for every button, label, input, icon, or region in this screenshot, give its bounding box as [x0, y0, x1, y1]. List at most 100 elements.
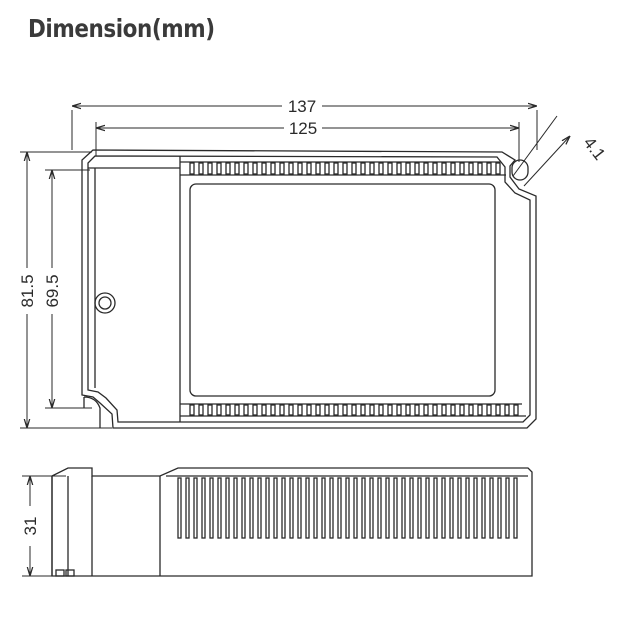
- vent-slot: [217, 477, 222, 539]
- side-view: [51, 467, 533, 577]
- vent-slot: [233, 477, 238, 539]
- vent-slot: [209, 477, 214, 539]
- vent-slot: [333, 162, 339, 175]
- label-area: [189, 183, 496, 397]
- vent-slot: [378, 404, 384, 416]
- vent-slot: [345, 477, 350, 539]
- vent-slot: [249, 477, 254, 539]
- vent-slot: [225, 477, 230, 539]
- vent-slot: [265, 477, 270, 539]
- vent-slot: [513, 477, 518, 539]
- vent-slot: [477, 404, 483, 416]
- vent-slot: [216, 404, 222, 416]
- vent-slot: [252, 162, 258, 175]
- vent-slot: [342, 404, 348, 416]
- dim-label-125: 125: [289, 119, 317, 138]
- vent-slot: [417, 477, 422, 539]
- vent-slot: [225, 162, 231, 175]
- vent-slot: [513, 404, 519, 416]
- vent-slot: [495, 162, 501, 175]
- vent-slot: [468, 162, 474, 175]
- vent-slot: [177, 477, 182, 539]
- vent-slot: [351, 162, 357, 175]
- vent-slot: [198, 404, 204, 416]
- vent-slot: [377, 477, 382, 539]
- vent-slot: [297, 162, 303, 175]
- vent-slot: [288, 162, 294, 175]
- vent-slot: [198, 162, 204, 175]
- vent-slot: [201, 477, 206, 539]
- vent-slot: [378, 162, 384, 175]
- vent-slot: [279, 162, 285, 175]
- vent-slot: [425, 477, 430, 539]
- vent-slot: [405, 162, 411, 175]
- vent-slot: [409, 477, 414, 539]
- vent-slot: [473, 477, 478, 539]
- vent-slot: [423, 404, 429, 416]
- vent-slot: [261, 404, 267, 416]
- vent-slot: [225, 404, 231, 416]
- vent-slot: [441, 477, 446, 539]
- vent-slot: [396, 162, 402, 175]
- vent-slot: [393, 477, 398, 539]
- vent-slot: [414, 162, 420, 175]
- vent-slot: [306, 162, 312, 175]
- vent-slot: [405, 404, 411, 416]
- vent-slot: [504, 404, 510, 416]
- vent-slot: [477, 162, 483, 175]
- dim-overall-width: [20, 151, 112, 429]
- dim-height: [22, 475, 66, 577]
- screw-hole: [94, 292, 116, 314]
- vent-slot: [313, 477, 318, 539]
- vent-slot: [450, 404, 456, 416]
- vent-slot: [481, 477, 486, 539]
- vent-slot: [387, 404, 393, 416]
- vent-slot: [342, 162, 348, 175]
- vent-slot: [360, 404, 366, 416]
- vent-slot: [489, 477, 494, 539]
- vent-slot: [505, 477, 510, 539]
- vent-slot: [449, 477, 454, 539]
- vent-slot: [273, 477, 278, 539]
- vent-slot: [369, 404, 375, 416]
- vent-slot: [189, 162, 195, 175]
- vent-slot: [234, 404, 240, 416]
- vent-slot: [315, 404, 321, 416]
- vent-slot: [486, 162, 492, 175]
- vent-slot: [279, 404, 285, 416]
- vent-slot: [361, 477, 366, 539]
- vent-slot: [324, 162, 330, 175]
- vent-slot: [351, 404, 357, 416]
- vent-slot: [288, 404, 294, 416]
- dim-hole-spacing-length: [95, 122, 520, 162]
- side-body-outline: [51, 467, 533, 577]
- vent-slot: [369, 477, 374, 539]
- vent-slot: [432, 404, 438, 416]
- vent-slot: [337, 477, 342, 539]
- vent-slot: [207, 404, 213, 416]
- bottom-vent-slots: [189, 404, 519, 416]
- vent-slot: [297, 477, 302, 539]
- vent-slot: [441, 162, 447, 175]
- vent-slot: [396, 404, 402, 416]
- dim-label-31: 31: [21, 517, 40, 536]
- housing-inner-outline: [87, 155, 531, 423]
- vent-slot: [252, 404, 258, 416]
- vent-slot: [315, 162, 321, 175]
- top-view: [81, 149, 537, 429]
- vent-slot: [369, 162, 375, 175]
- vent-slot: [289, 477, 294, 539]
- dim-label-4-1: 4.1: [580, 133, 610, 163]
- vent-slot: [385, 477, 390, 539]
- vent-slot: [497, 477, 502, 539]
- vent-slot: [432, 162, 438, 175]
- vent-slot: [305, 477, 310, 539]
- vent-slot: [333, 404, 339, 416]
- side-vent-slots: [177, 477, 518, 539]
- vent-slot: [270, 162, 276, 175]
- vent-slot: [324, 404, 330, 416]
- vent-slot: [216, 162, 222, 175]
- vent-slot: [297, 404, 303, 416]
- vent-slot: [193, 477, 198, 539]
